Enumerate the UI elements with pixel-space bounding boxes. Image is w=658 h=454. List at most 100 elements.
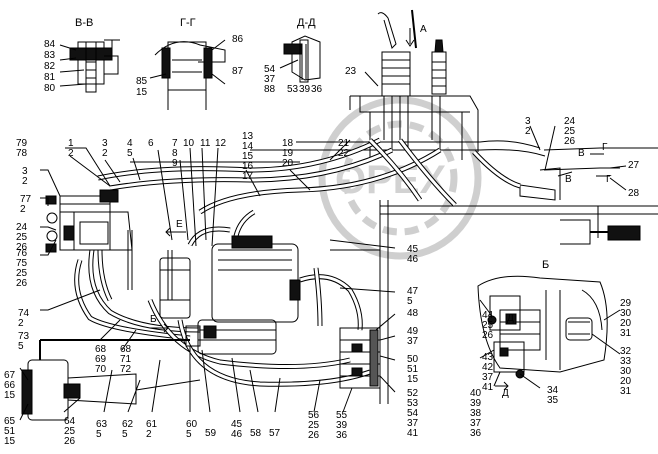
- callout-number: 46: [407, 254, 419, 265]
- callout-number: 84: [44, 39, 56, 50]
- section-label-gg: Г-Г: [180, 17, 196, 29]
- arrow-e-label: Е: [176, 219, 183, 230]
- callout-number: 59: [205, 428, 217, 439]
- arrow-g-label-top: Г: [602, 142, 608, 153]
- callout-number: 5: [407, 296, 413, 307]
- callout-number: 37: [470, 418, 482, 429]
- callout-number: 33: [620, 356, 632, 367]
- callout-number: 68: [120, 344, 132, 355]
- callout-number: 3: [22, 166, 28, 177]
- callout-number: 1: [68, 138, 74, 149]
- callout-number: 32: [620, 346, 632, 357]
- callout-number: 14: [242, 141, 254, 152]
- callout-number: 5: [96, 429, 102, 440]
- callout-number: 16: [242, 161, 254, 172]
- callout-number: 13: [242, 131, 254, 142]
- callout-number: 79: [16, 138, 28, 149]
- callout-number: 5: [127, 148, 133, 159]
- callout-number: 53: [287, 84, 299, 95]
- callout-number: 2: [146, 429, 152, 440]
- callout-number: 35: [547, 395, 559, 406]
- callout-number: 69: [95, 354, 107, 365]
- callout-number: 47: [407, 286, 419, 297]
- callout-number: 78: [16, 148, 28, 159]
- callout-number: 34: [547, 385, 559, 396]
- callout-number: 71: [120, 354, 132, 365]
- arrow-g-label: Г: [606, 174, 612, 185]
- callout-number: 40: [470, 388, 482, 399]
- callout-number: 29: [620, 298, 632, 309]
- callout-number: 62: [122, 419, 134, 430]
- callout-number: 2: [102, 148, 108, 159]
- callout-number: 37: [407, 336, 419, 347]
- section-label-vv: В-В: [75, 17, 93, 29]
- callout-number: 26: [564, 136, 576, 147]
- leader-lines: [19, 39, 627, 421]
- callout-number: 2: [18, 318, 24, 329]
- arrow-b-label: Б: [150, 314, 157, 325]
- callout-number: 55: [336, 410, 348, 421]
- callout-number: 39: [299, 84, 311, 95]
- callout-number: 27: [628, 160, 640, 171]
- callout-number: 20: [620, 318, 632, 329]
- callout-number: 58: [250, 428, 262, 439]
- callout-number: 42: [482, 362, 494, 373]
- callout-number: 15: [4, 436, 16, 447]
- control-panel: А: [349, 9, 479, 160]
- callout-number: 82: [44, 61, 56, 72]
- callout-number: 25: [482, 320, 494, 331]
- callout-number: 49: [407, 326, 419, 337]
- callout-number: 36: [336, 430, 348, 441]
- callout-number: 70: [95, 364, 107, 375]
- callout-number: 44: [482, 310, 494, 321]
- callout-number: 60: [186, 419, 198, 430]
- callout-number: 38: [470, 408, 482, 419]
- callout-number: 53: [407, 398, 419, 409]
- arrow-v-label: В: [565, 174, 572, 185]
- callout-number: 23: [345, 66, 357, 77]
- callout-number: 88: [264, 84, 276, 95]
- callout-number: 81: [44, 72, 56, 83]
- view-b-detail: Б Д Д: [477, 259, 608, 399]
- callout-number: 77: [20, 194, 32, 205]
- callout-number: 31: [620, 328, 632, 339]
- callout-number: 45: [231, 419, 243, 430]
- callout-number: 15: [407, 374, 419, 385]
- callout-number: 26: [482, 330, 494, 341]
- callout-number: 6: [148, 138, 154, 149]
- callout-number: 65: [4, 416, 16, 427]
- callout-number: 37: [264, 74, 276, 85]
- callout-number: 41: [482, 382, 494, 393]
- callout-number: 64: [64, 416, 76, 427]
- callout-number: 25: [16, 268, 28, 279]
- callout-number: 39: [470, 398, 482, 409]
- view-label-b: Б: [542, 259, 549, 271]
- callout-number: 37: [407, 418, 419, 429]
- callout-number: 45: [407, 244, 419, 255]
- callout-number: 4: [127, 138, 133, 149]
- callout-number: 76: [16, 248, 28, 259]
- callout-number: 83: [44, 50, 56, 61]
- callout-number: 56: [308, 410, 320, 421]
- callout-number: 66: [4, 380, 16, 391]
- hoses: [74, 137, 521, 387]
- section-gg: Г-Г: [154, 17, 226, 110]
- callout-number: 26: [64, 436, 76, 447]
- arrow-d-label-lower: Д: [502, 388, 509, 399]
- callout-number: 36: [470, 428, 482, 439]
- arrow-d-label-upper: Д: [507, 313, 514, 324]
- callout-number: 3: [102, 138, 108, 149]
- callout-number: 9: [172, 158, 178, 169]
- callout-number: 12: [215, 138, 227, 149]
- callout-number: 25: [564, 126, 576, 137]
- callout-number: 57: [269, 428, 281, 439]
- callout-number: 30: [620, 308, 632, 319]
- callout-number: 11: [200, 138, 211, 149]
- callout-number: 61: [146, 419, 158, 430]
- callout-number: 15: [136, 87, 148, 98]
- callout-number: 30: [620, 366, 632, 377]
- callout-number: 68: [95, 344, 107, 355]
- callout-number: 26: [16, 242, 28, 253]
- section-dd: Д-Д: [283, 17, 321, 83]
